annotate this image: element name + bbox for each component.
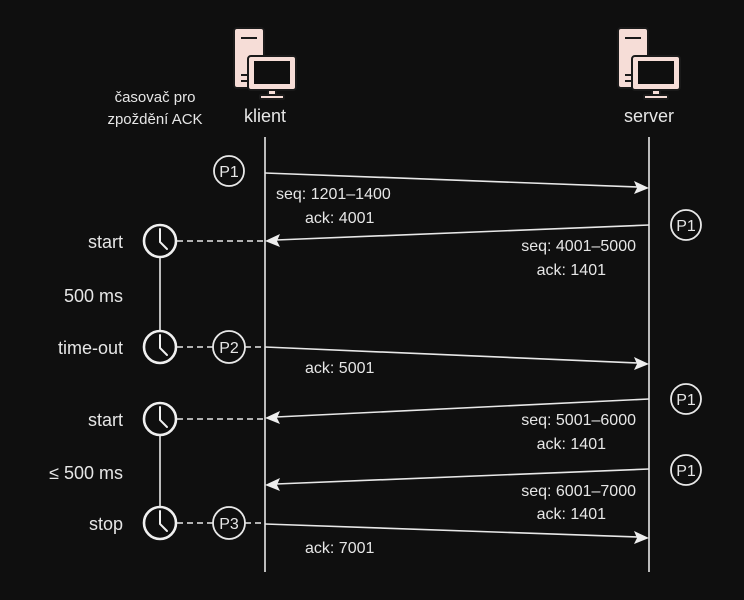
client-label: klient bbox=[244, 106, 286, 126]
arrowhead bbox=[265, 234, 280, 247]
server-label: server bbox=[624, 106, 674, 126]
packet-badge bbox=[670, 209, 702, 241]
message-line1: seq: 5001–6000 bbox=[521, 412, 636, 429]
participant-server: server bbox=[617, 27, 681, 126]
timer-1: start 500 ms time-out bbox=[58, 223, 263, 365]
message-line1: seq: 4001–5000 bbox=[521, 238, 636, 255]
arrowhead bbox=[265, 411, 280, 424]
message-line1: ack: 5001 bbox=[305, 360, 374, 377]
packet-badge bbox=[213, 155, 245, 187]
clock-hand bbox=[159, 334, 168, 356]
arrowhead bbox=[634, 531, 649, 544]
packet-label: P1 bbox=[676, 218, 696, 235]
timer-start-label: start bbox=[88, 232, 123, 252]
arrowhead bbox=[634, 181, 649, 194]
message-line2: ack: 1401 bbox=[537, 506, 606, 523]
clock-hand bbox=[159, 406, 168, 428]
arrowhead bbox=[634, 357, 649, 370]
timer-header-line2: zpoždění ACK bbox=[107, 111, 202, 128]
message-6: P3 ack: 7001 bbox=[177, 506, 649, 557]
packet-badge bbox=[670, 383, 702, 415]
message-line1: ack: 7001 bbox=[305, 540, 374, 557]
packet-label: P1 bbox=[676, 392, 696, 409]
message-line2: ack: 4001 bbox=[305, 210, 374, 227]
timer-start-label: start bbox=[88, 410, 123, 430]
timer-duration-label: ≤ 500 ms bbox=[49, 463, 123, 483]
timer-end-label: time-out bbox=[58, 338, 123, 358]
packet-label: P2 bbox=[219, 340, 239, 357]
timer-2: start ≤ 500 ms stop bbox=[49, 401, 263, 541]
message-5: P1 seq: 6001–7000 ack: 1401 bbox=[265, 454, 702, 523]
participant-client: klient bbox=[233, 27, 297, 126]
timer-end-label: stop bbox=[89, 514, 123, 534]
message-arrow bbox=[275, 398, 650, 418]
message-2: P1 seq: 4001–5000 ack: 1401 bbox=[265, 209, 702, 279]
message-line1: seq: 6001–7000 bbox=[521, 483, 636, 500]
packet-badge bbox=[212, 506, 246, 540]
message-arrow bbox=[275, 224, 650, 241]
message-arrow bbox=[264, 523, 639, 538]
arrowhead bbox=[265, 478, 280, 491]
message-1: P1 seq: 1201–1400 ack: 4001 bbox=[213, 155, 649, 227]
timer-header-line1: časovač pro bbox=[115, 89, 196, 106]
message-arrow bbox=[275, 468, 650, 485]
clock-hand bbox=[159, 510, 168, 532]
packet-badge bbox=[670, 454, 702, 486]
packet-badge bbox=[212, 330, 246, 364]
message-arrow bbox=[264, 346, 639, 364]
computer-icon bbox=[233, 27, 297, 100]
timer-duration-label: 500 ms bbox=[64, 286, 123, 306]
message-3: P2 ack: 5001 bbox=[177, 330, 649, 377]
packet-label: P3 bbox=[219, 516, 239, 533]
packet-label: P1 bbox=[676, 463, 696, 480]
message-line1: seq: 1201–1400 bbox=[276, 186, 391, 203]
clock-hand bbox=[159, 228, 168, 250]
computer-icon bbox=[617, 27, 681, 100]
message-4: P1 seq: 5001–6000 ack: 1401 bbox=[265, 383, 702, 453]
packet-label: P1 bbox=[219, 164, 239, 181]
message-line2: ack: 1401 bbox=[537, 436, 606, 453]
message-line2: ack: 1401 bbox=[537, 262, 606, 279]
message-arrow bbox=[264, 172, 639, 188]
